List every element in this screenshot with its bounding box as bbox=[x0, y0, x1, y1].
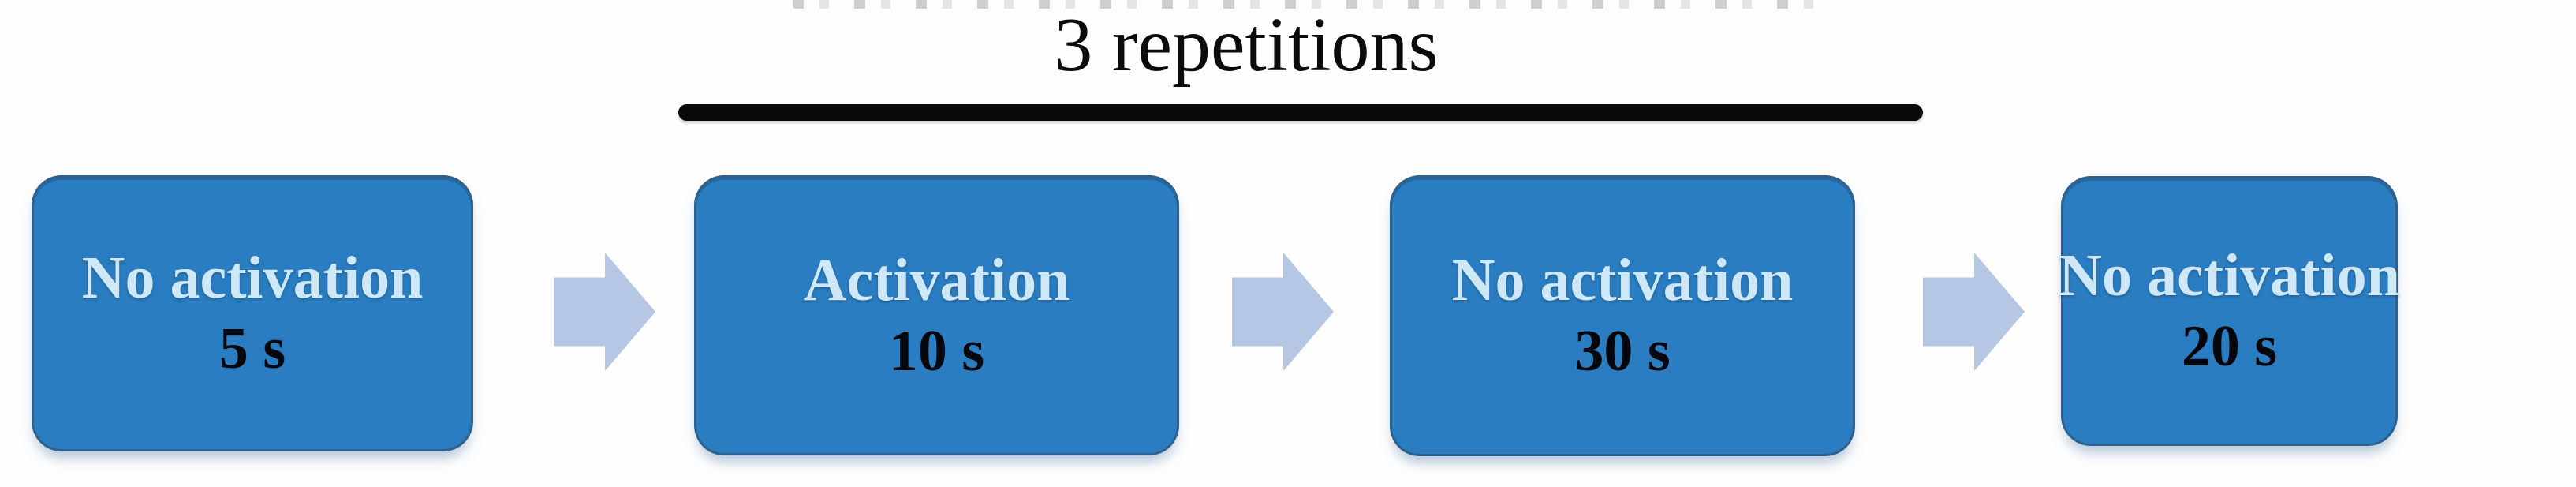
step-label: Activation bbox=[803, 246, 1070, 313]
repetition-bracket-line bbox=[678, 104, 1923, 121]
step-label: No activation bbox=[2059, 242, 2400, 309]
cropped-text-remnant bbox=[793, 0, 1818, 9]
right-arrow-icon bbox=[554, 253, 655, 371]
step-label: No activation bbox=[1451, 247, 1794, 313]
step-box-no-activation-2: No activation 30 s bbox=[1390, 175, 1855, 456]
step-label: No activation bbox=[81, 245, 424, 311]
step-box-no-activation-1: No activation 5 s bbox=[32, 175, 473, 451]
step-box-activation: Activation 10 s bbox=[694, 175, 1179, 455]
step-duration: 20 s bbox=[2181, 314, 2278, 379]
step-box-no-activation-3: No activation 20 s bbox=[2059, 176, 2400, 446]
repetitions-label: 3 repetitions bbox=[1054, 2, 1439, 88]
right-arrow-icon bbox=[1923, 253, 2025, 371]
right-arrow-icon bbox=[1232, 253, 1334, 371]
step-duration: 5 s bbox=[218, 317, 286, 381]
step-duration: 30 s bbox=[1574, 319, 1671, 384]
step-duration: 10 s bbox=[888, 318, 985, 384]
